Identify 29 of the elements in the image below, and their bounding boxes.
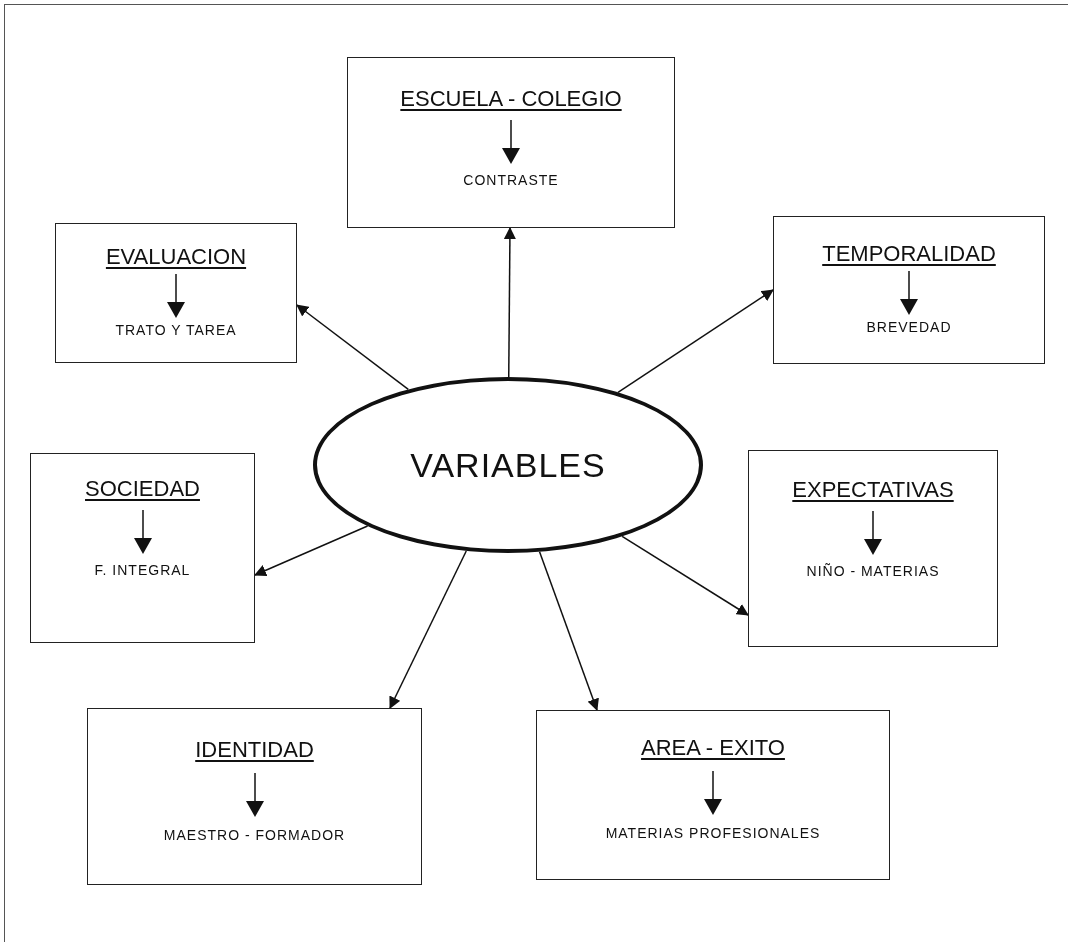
box-text: NIÑO - MATERIAS — [806, 563, 940, 579]
box-text: F. INTEGRAL — [94, 562, 191, 578]
box-heading: SOCIEDAD — [85, 476, 200, 502]
concept-box — [347, 57, 675, 228]
box-text: MATERIAS PROFESIONALES — [605, 825, 821, 841]
arrow — [389, 550, 467, 709]
concept-box — [87, 708, 422, 885]
box-heading: EVALUACION — [105, 244, 247, 270]
node-title: VARIABLES — [410, 445, 606, 485]
box-heading: EXPECTATIVAS — [792, 477, 954, 503]
arrow — [503, 227, 516, 378]
arrow — [617, 289, 774, 394]
concept-box — [748, 450, 998, 647]
box-heading: IDENTIDAD — [195, 737, 314, 763]
box-heading: TEMPORALIDAD — [822, 241, 996, 267]
box-text: MAESTRO - FORMADOR — [163, 827, 346, 843]
box-text: TRATO Y TAREA — [115, 322, 237, 338]
arrow — [621, 535, 749, 616]
concept-box — [55, 223, 297, 363]
box-heading: ESCUELA - COLEGIO — [400, 86, 622, 112]
concept-box — [30, 453, 255, 643]
box-text: CONTRASTE — [463, 172, 559, 188]
arrow — [538, 551, 599, 711]
box-heading: AREA - EXITO — [641, 735, 785, 761]
concept-box — [773, 216, 1045, 364]
concept-box — [536, 710, 890, 880]
arrow — [296, 304, 409, 391]
box-text: BREVEDAD — [866, 319, 952, 335]
arrow — [254, 525, 369, 577]
